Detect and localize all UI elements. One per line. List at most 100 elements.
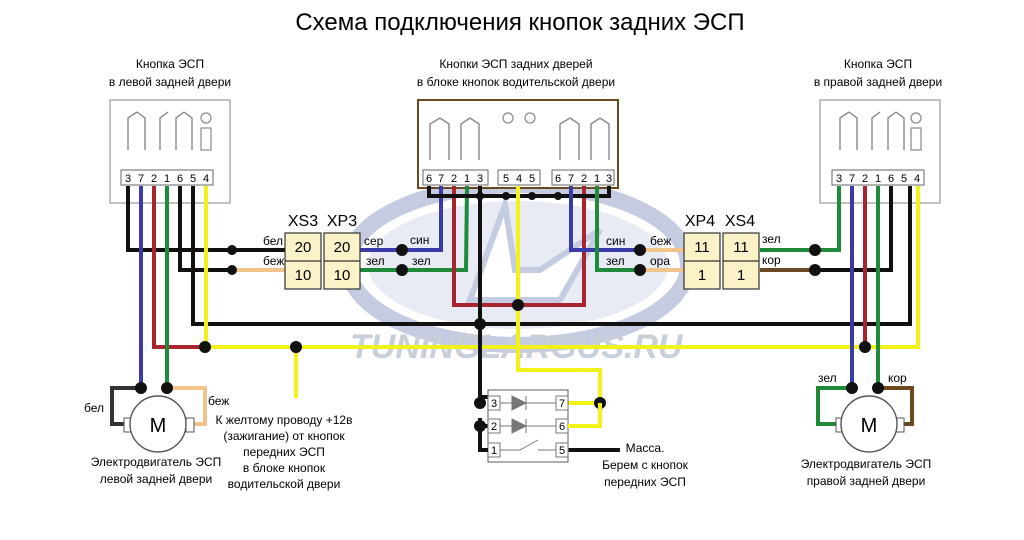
wire-black [478,426,488,452]
right-pin: 5 [901,173,907,185]
right-button-label-1: Кнопка ЭСП [844,57,912,71]
left-pin: 4 [203,173,209,185]
connector-pin: 20 [295,239,312,256]
wire-black [191,186,912,326]
right-motor-symbol: M [861,415,878,437]
left-motor: M [123,395,195,453]
center-button-block [417,99,619,189]
junction-dot [634,264,646,276]
junction-dot [135,382,147,394]
left-pin: 5 [190,173,196,185]
connector-xp3-title: XP3 [327,213,357,230]
center-pin: 4 [516,173,522,185]
center-block-label-2: в блоке кнопок водительской двери [417,75,615,89]
wire-label: зел [606,254,625,268]
junction-dot [809,264,821,276]
wire-brown [878,386,914,426]
wire-beige [167,386,207,426]
connector-pin: 1 [737,267,745,284]
connector-xp4: XP4 11 1 [683,213,721,290]
note-line: в блоке кнопок [243,461,326,475]
ground-line: Берем с кнопок [602,458,689,472]
left-pin: 3 [125,173,131,185]
center-pin: 7 [568,173,574,185]
left-pin: 2 [151,173,157,185]
right-button-pins: 3 7 2 1 6 5 4 [836,173,920,185]
ground-line: передних ЭСП [604,475,686,489]
ground-note: Масса. Берем с кнопок передних ЭСП [602,441,689,489]
wire-black [178,186,230,272]
wire-green [360,185,469,272]
junction-dot [846,382,858,394]
left-button-label-2: в левой задней двери [109,75,231,89]
right-pin: 4 [914,173,920,185]
junction-dot [512,299,524,311]
wire-label: сер [364,234,384,248]
note-line: передних ЭСП [243,445,325,459]
center-pin: 2 [581,173,587,185]
center-pin: 2 [451,173,457,185]
relay-pin: 2 [491,421,497,433]
connector-xs3-title: XS3 [288,213,318,230]
center-pin: 5 [503,173,509,185]
junction-dot [227,265,237,275]
diode-relay-module: 3 2 1 7 6 5 [487,389,569,463]
left-pin: 1 [164,173,170,185]
relay-pin: 1 [491,445,497,457]
wire-label: бел [263,234,283,248]
right-pin: 6 [888,173,894,185]
junction-dot [290,341,302,353]
center-pin: 7 [438,173,444,185]
connector-pin: 11 [694,239,710,256]
right-button-label-2: в правой задней двери [814,75,942,89]
right-pin: 1 [875,173,881,185]
wires [110,185,920,452]
left-motor-wire-label: беж [208,394,229,408]
junction-dot [502,192,510,200]
right-pin: 3 [836,173,842,185]
wire-white [110,386,141,426]
wire-green [816,386,852,426]
left-motor-symbol: M [150,415,167,437]
wire-green [595,186,640,272]
junction-dot [554,192,562,200]
ground-line: Масса. [626,441,665,455]
left-button-pins: 3 7 2 1 6 5 4 [125,173,209,185]
wire-green [760,186,841,252]
note-line: водительской двери [228,477,341,491]
center-pin: 1 [594,173,600,185]
left-motor-label-2: левой задней двери [100,472,212,486]
yellow-wire-note: К желтому проводу +12в (зажигание) от кн… [216,413,353,491]
center-pin: 3 [606,173,612,185]
right-pin: 7 [849,173,855,185]
wire-red [152,186,205,349]
connector-pin: 10 [334,267,351,284]
wire-labels: бел беж сер зел син зел син зел беж ора … [263,232,781,268]
wire-label: кор [762,253,781,267]
connector-xp3: XP3 20 10 [323,213,361,290]
center-pin: 3 [477,173,483,185]
diagram-title: Схема подключения кнопок задних ЭСП [295,9,744,36]
connector-pin: 20 [334,239,351,256]
relay-pin: 7 [559,398,565,410]
note-line: (зажигание) от кнопок [223,429,345,443]
center-block-label-1: Кнопки ЭСП задних дверей [439,57,592,71]
right-motor-wire-label: кор [888,371,907,385]
wire-label: зел [762,232,781,246]
wire-yellow [204,186,920,349]
center-pin: 1 [464,173,470,185]
center-block-pins: 6 7 2 1 3 5 4 5 6 7 2 1 3 [426,173,612,185]
junction-dot [809,244,821,256]
wire-yellow [568,403,602,428]
right-pin: 2 [862,173,868,185]
left-pin: 7 [138,173,144,185]
wire-label: син [410,233,429,247]
connector-xs4: XS4 11 1 [722,213,760,290]
junction-dot [161,382,173,394]
wire-blue [569,186,640,252]
wire-label: зел [412,254,431,268]
relay-pin: 3 [491,398,497,410]
junction-dot [227,245,237,255]
right-motor-label-1: Электродвигатель ЭСП [801,457,932,471]
left-button-label-1: Кнопка ЭСП [136,57,204,71]
